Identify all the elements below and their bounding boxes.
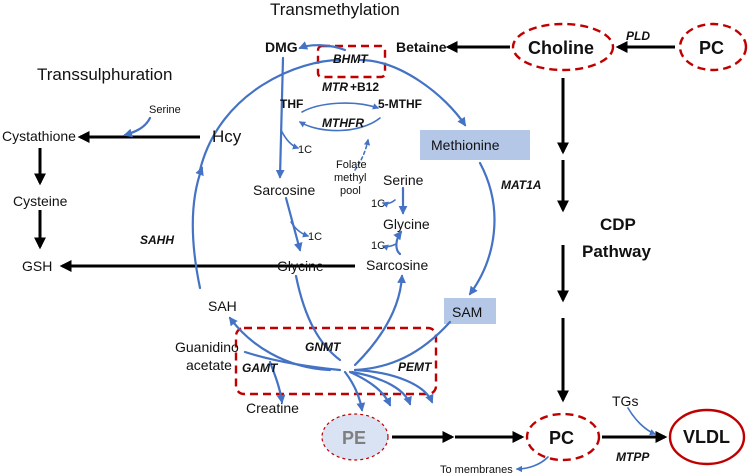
label-methionine: Methionine [431, 137, 500, 153]
arrow-hub-to-sarcosine [353, 274, 406, 367]
enzyme-mtr: MTR [322, 80, 348, 94]
enzyme-gamt: GAMT [242, 361, 279, 375]
enzyme-bhmt: BHMT [333, 52, 369, 66]
enzyme-mthfr: MTHFR [322, 116, 364, 130]
enzyme-b12: +B12 [350, 80, 379, 94]
label-dmg: DMG [265, 39, 298, 55]
label-sah: SAH [208, 298, 237, 314]
arrow-serine-in [123, 116, 152, 138]
arrow-5mthf-to-thf [298, 117, 381, 132]
label-vldl: VLDL [683, 427, 730, 447]
arrow-sam-to-hub [353, 320, 452, 372]
label-glycine-right: Glycine [383, 216, 430, 232]
label-creatine: Creatine [246, 400, 299, 416]
label-guanidino-line2: acetate [186, 357, 232, 373]
label-betaine: Betaine [396, 39, 447, 55]
arrow-1c-a [280, 129, 300, 150]
heading-cdp-pathway-line2: Pathway [582, 242, 652, 261]
label-guanidino-line1: Guanidino [175, 339, 239, 355]
label-choline: Choline [528, 38, 594, 58]
arrow-1c-b [290, 221, 310, 238]
label-folate-pool-line2: methyl [334, 172, 366, 184]
arrow-cycle-to-methionine [358, 58, 467, 127]
label-glycine-left: Glycine [277, 258, 324, 274]
pc-top-dashed-ellipse [678, 22, 748, 72]
label-folate-pool-line1: Folate [336, 159, 367, 171]
arrow-guanidino-in [243, 350, 342, 372]
label-to-membranes: To membranes [440, 464, 513, 475]
label-cysteine: Cysteine [13, 193, 68, 209]
label-5mthf: 5-MTHF [378, 97, 422, 111]
arrow-sah-to-hcy [191, 166, 204, 290]
label-cystathione: Cystathione [2, 128, 76, 144]
label-1c-a: 1C [298, 144, 312, 156]
pc-bottom-dashed-ellipse [525, 412, 601, 462]
arrow-to-creatine [268, 360, 286, 404]
arrow-hub-to-pe [343, 370, 366, 412]
label-sarcosine-right: Sarcosine [366, 257, 428, 273]
vldl-ring [668, 408, 746, 466]
arrow-cycle-hcy-top [198, 58, 342, 172]
pe-ellipse [321, 413, 389, 461]
label-pc-bottom: PC [549, 428, 574, 448]
arrow-1c-c [381, 199, 396, 208]
label-1c-d: 1C [371, 240, 385, 252]
enzyme-pld: PLD [626, 29, 650, 43]
enzyme-sahh: SAHH [140, 233, 174, 247]
heading-transmethylation: Transmethylation [270, 0, 400, 19]
label-sarcosine-left: Sarcosine [253, 182, 315, 198]
label-tgs: TGs [612, 393, 638, 409]
arrow-methionine-to-sam [468, 161, 496, 296]
sam-box [444, 298, 496, 324]
enzyme-gnmt: GNMT [305, 340, 342, 354]
methionine-box [420, 130, 530, 160]
arrow-folate-pool [354, 138, 371, 171]
choline-dashed-ellipse [511, 22, 615, 72]
label-serine-right: Serine [383, 172, 424, 188]
arrow-1c-d [381, 243, 397, 251]
enzyme-mat1a: MAT1A [501, 178, 541, 192]
label-pc-top: PC [699, 38, 724, 58]
heading-cdp-pathway-line1: CDP [600, 215, 636, 234]
enzyme-mtpp: MTPP [616, 450, 650, 464]
label-1c-b: 1C [308, 231, 322, 243]
heading-transsulphuration: Transsulphuration [37, 65, 172, 84]
arrow-glycine-to-hub [294, 274, 342, 362]
arrow-pemt-fan-1 [348, 370, 392, 407]
arrow-dmg-to-sarcosine [275, 56, 285, 179]
label-gsh: GSH [22, 258, 52, 274]
enzyme-pemt: PEMT [398, 360, 433, 374]
label-sam: SAM [452, 304, 482, 320]
label-pe: PE [342, 428, 366, 448]
arrow-betaine-to-dmg [298, 41, 347, 52]
arrow-pemt-fan-3 [353, 368, 434, 404]
label-folate-pool-line3: pool [340, 185, 361, 197]
label-thf: THF [280, 97, 303, 111]
gnmt-highlight-box [234, 326, 438, 396]
label-1c-c: 1C [371, 198, 385, 210]
arrow-thf-to-5mthf [301, 102, 380, 113]
arrow-hub-to-sah [228, 316, 332, 372]
arrow-pemt-fan-2 [350, 370, 412, 406]
label-hcy: Hcy [212, 127, 242, 146]
arrow-to-membranes [515, 456, 549, 473]
arrow-sarcosine-to-glycine-right [393, 230, 403, 256]
arrow-tgs-in [627, 407, 657, 436]
label-serine-left: Serine [149, 104, 181, 116]
